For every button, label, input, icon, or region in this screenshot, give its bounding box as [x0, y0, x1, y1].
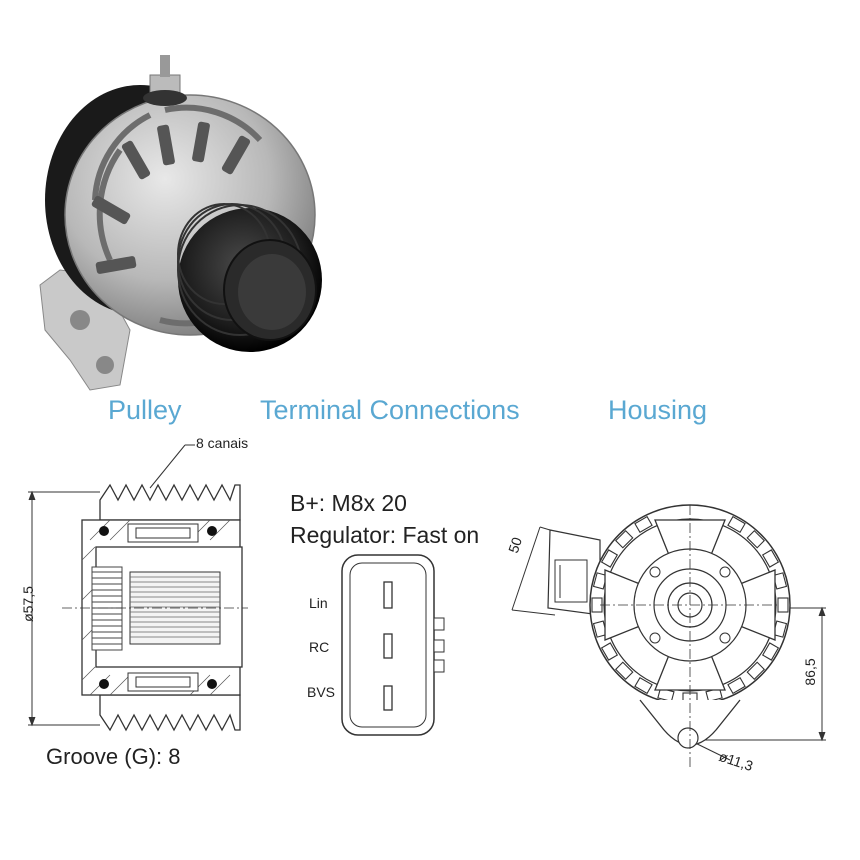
housing-fin [761, 642, 780, 661]
terminal-b-plus: B+: M8x 20 [290, 490, 407, 516]
pin-label-bvs: BVS [307, 684, 336, 700]
housing-fin [746, 529, 766, 549]
pin-bvs [383, 685, 393, 711]
housing-fin [727, 676, 746, 695]
pin-rc [383, 633, 393, 659]
pulley-channels-note: 8 canais [196, 435, 249, 451]
housing-fin [600, 549, 619, 568]
housing-fin [614, 661, 634, 681]
housing-fin [727, 515, 746, 534]
heading-housing: Housing [608, 395, 708, 425]
housing-fin [634, 676, 653, 695]
pulley-groove-label: Groove (G): 8 [46, 744, 181, 769]
terminal-regulator: Regulator: Fast on [290, 522, 480, 548]
housing-dim-right: 86,5 [802, 658, 818, 686]
housing-fin [600, 642, 619, 661]
heading-pulley: Pulley [108, 395, 182, 425]
pin-label-rc: RC [309, 639, 330, 655]
housing-fin [614, 529, 634, 549]
pin-lin [383, 581, 393, 609]
housing-fin [634, 515, 653, 534]
pin-label-lin: Lin [309, 595, 328, 611]
housing-fin [746, 661, 766, 681]
heading-terminal-connections: Terminal Connections [260, 395, 520, 425]
housing-fin [761, 549, 780, 568]
housing-fin [777, 597, 789, 613]
